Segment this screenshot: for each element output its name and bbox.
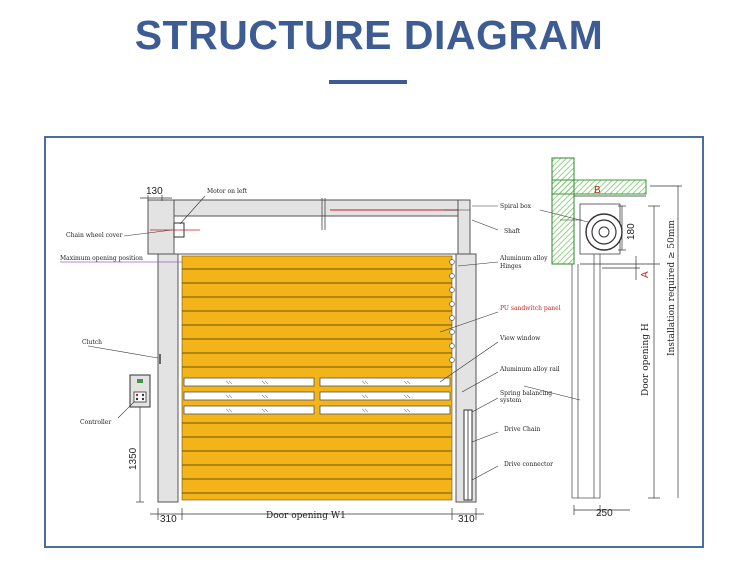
label-controller: Controller (80, 419, 111, 426)
hinges (449, 259, 455, 363)
label-spiral-box: Spiral box (500, 203, 532, 210)
front-leader-lines (123, 195, 499, 481)
label-aluminum-alloy-rail: Aluminum alloy rail (499, 366, 560, 373)
label-aluminum-alloy: Aluminum alloy (499, 255, 548, 262)
spiral-box (579, 203, 623, 255)
dim-door-opening-h: Door opening H (641, 323, 651, 396)
top-header-box (147, 198, 471, 255)
page-title: STRUCTURE DIAGRAM (134, 12, 604, 58)
title-underline (329, 80, 407, 84)
dim-door-opening-w1: Door opening W1 (266, 511, 346, 521)
dim-130: 130 (146, 186, 163, 197)
side-rail (571, 254, 601, 499)
label-hinges: Hinges (500, 263, 522, 270)
label-system: system (500, 397, 522, 404)
dim-310-right: 310 (458, 514, 475, 525)
label-maximum-opening-position: Maximum opening position (60, 255, 143, 262)
view-windows (183, 377, 451, 415)
label-view-window: View window (499, 335, 541, 342)
label-clutch: Clutch (82, 339, 102, 346)
dim-letter-a: A (640, 271, 651, 278)
dim-180: 180 (626, 223, 637, 240)
controller-box (129, 374, 151, 408)
label-drive-chain: Drive Chain (504, 426, 540, 433)
dim-1350: 1350 (128, 447, 139, 470)
front-dimension-lines (136, 195, 484, 520)
label-pu-sandwitch-panel: PU sandwitch panel (500, 305, 561, 312)
label-spring-balancing: Spring balancing (500, 390, 552, 397)
window-glints (225, 380, 411, 413)
label-chain-wheel-cover: Chain wheel cover (66, 232, 123, 239)
side-dimension-lines (573, 185, 682, 515)
dim-installation-required: Installation required ≥ 50mm (667, 220, 677, 356)
label-drive-connector: Drive connector (504, 461, 553, 468)
left-side-column (157, 253, 179, 503)
dim-letter-b: B (594, 185, 601, 196)
wall-hatch (551, 157, 647, 265)
dim-250: 250 (596, 508, 613, 519)
label-motor-on-left: Motor on left (207, 188, 248, 195)
dim-310-left: 310 (160, 514, 177, 525)
label-shaft: Shaft (504, 228, 521, 235)
